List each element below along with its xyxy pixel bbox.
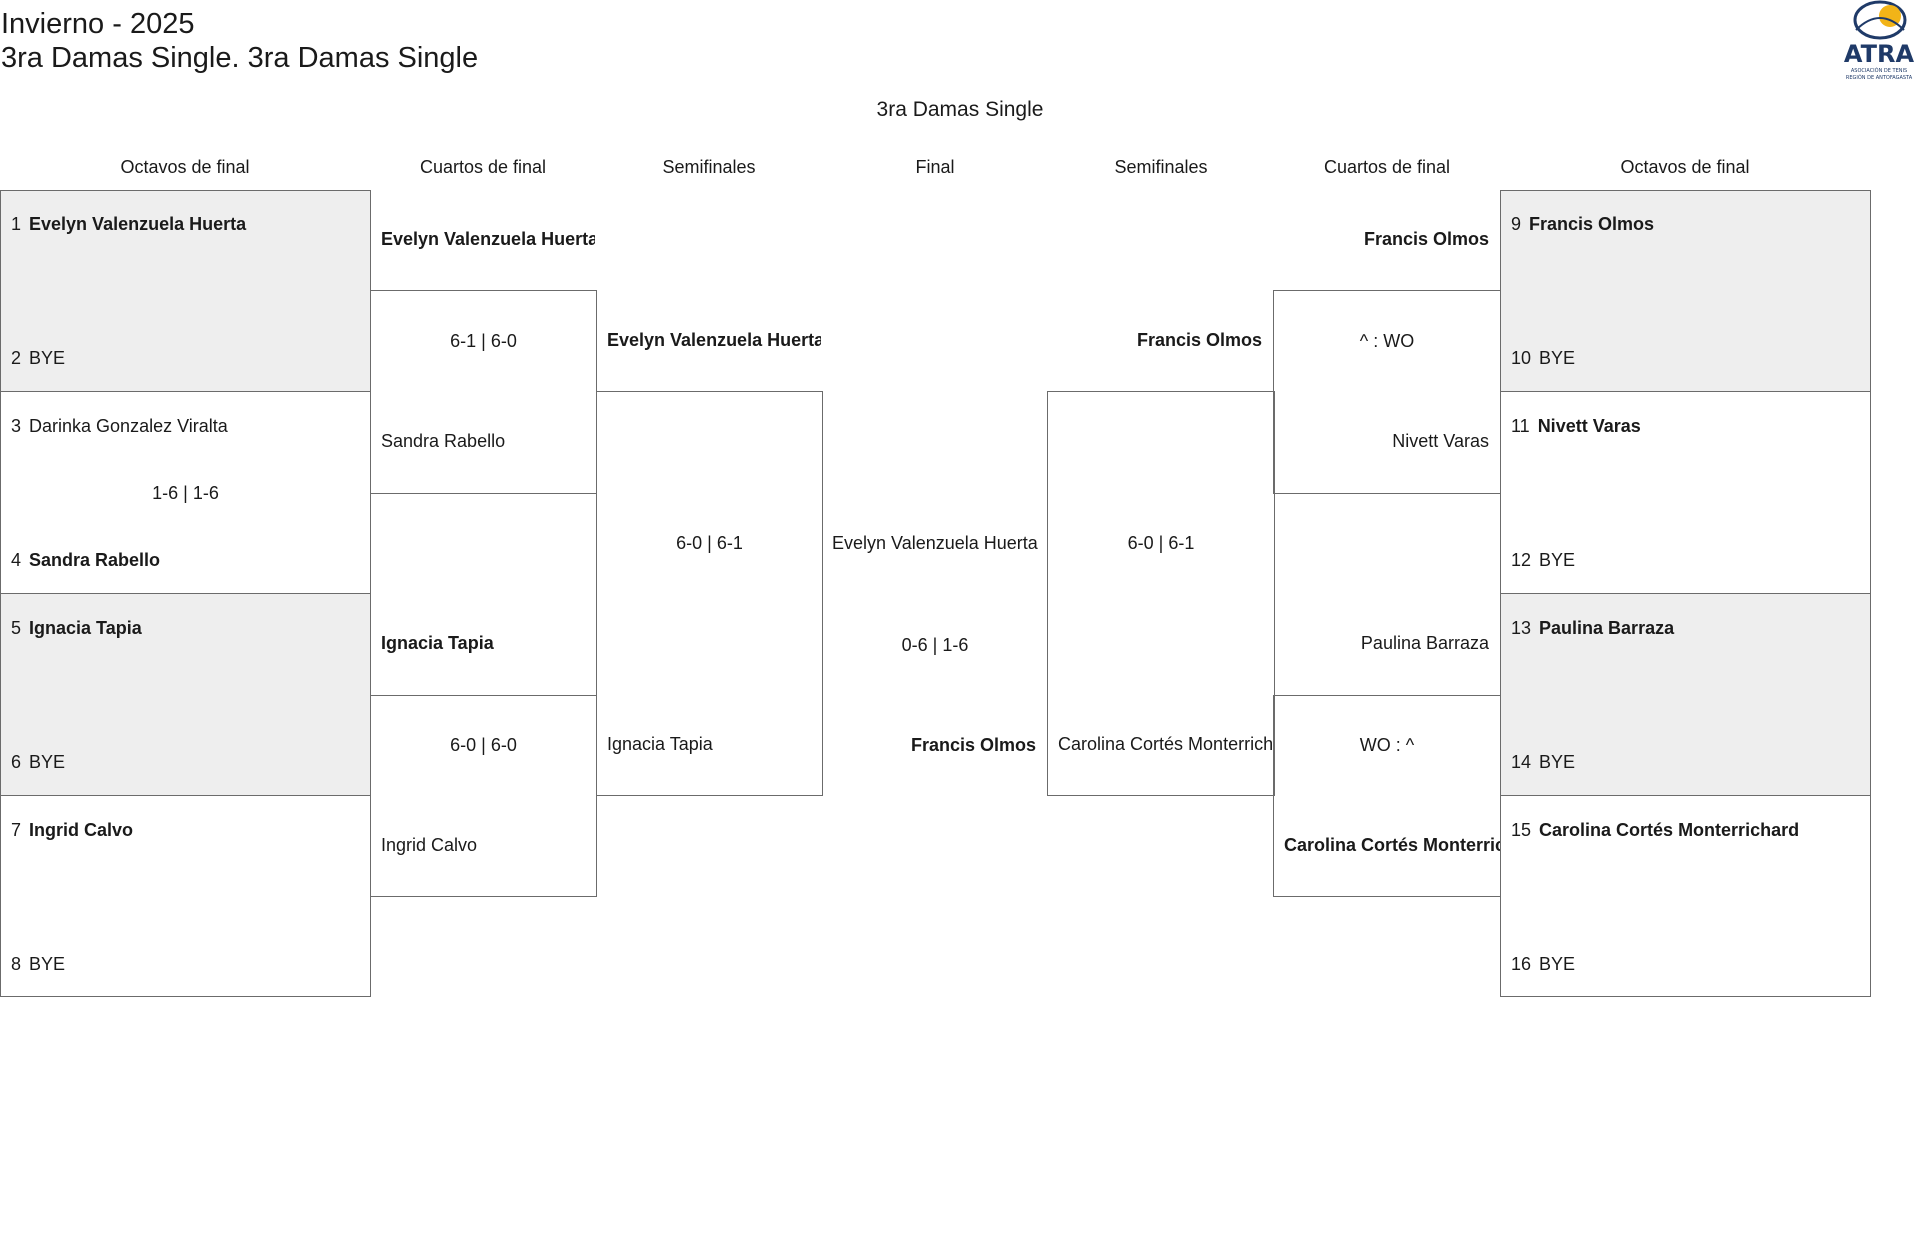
seed-number: 16: [1511, 954, 1532, 974]
round-header-right-qf: Cuartos de final: [1323, 157, 1451, 177]
match-score: 6-0 | 6-0: [450, 735, 517, 755]
player-name: BYE: [29, 752, 66, 772]
match-box: [1273, 290, 1501, 494]
match-score: ^ : WO: [1359, 331, 1415, 351]
player-name: Carolina Cortés Monterrichard: [1284, 835, 1500, 855]
match-box: [1273, 695, 1501, 897]
match-box: [1047, 391, 1275, 796]
match-box: [0, 190, 371, 392]
seed-number: 9: [1511, 214, 1522, 234]
player-name: Paulina Barraza: [1360, 633, 1489, 653]
player-name: Ignacia Tapia: [607, 734, 713, 754]
match-score: WO : ^: [1359, 735, 1415, 755]
logo-subtext-2: REGIÓN DE ANTOFAGASTA: [1846, 74, 1913, 81]
player-slot: 3 Darinka Gonzalez Viralta: [11, 414, 228, 438]
match-box: [1500, 190, 1871, 392]
player-slot: 13 Paulina Barraza: [1511, 616, 1674, 640]
seed-number: 15: [1511, 820, 1532, 840]
round-header-left-qf: Cuartos de final: [419, 157, 547, 177]
player-name: Ignacia Tapia: [29, 618, 142, 638]
match-box: [1500, 795, 1871, 997]
player-name: Sandra Rabello: [381, 431, 506, 451]
seed-number: 4: [11, 550, 22, 570]
match-score: 6-0 | 6-1: [1127, 533, 1195, 553]
round-header-right-r16: Octavos de final: [1620, 157, 1750, 177]
match-score: 1-6 | 1-6: [152, 483, 219, 503]
player-slot: 16 BYE: [1511, 952, 1575, 976]
round-header-left-sf: Semifinales: [662, 157, 756, 177]
round-header-left-r16: Octavos de final: [120, 157, 250, 177]
match-score: 6-0 | 6-1: [676, 533, 743, 553]
player-name: Sandra Rabello: [29, 550, 161, 570]
match-box: [596, 391, 823, 796]
seed-number: 5: [11, 618, 22, 638]
seed-number: 1: [11, 214, 22, 234]
player-name: Nivett Varas: [1392, 431, 1489, 451]
player-name: Francis Olmos: [1136, 330, 1262, 350]
player-name: Ingrid Calvo: [381, 835, 478, 855]
seed-number: 3: [11, 416, 22, 436]
player-name: Evelyn Valenzuela Huerta: [381, 229, 595, 249]
seed-number: 12: [1511, 550, 1532, 570]
player-name: Paulina Barraza: [1539, 618, 1675, 638]
player-name: Carolina Cortés Monterrichard: [1539, 820, 1800, 840]
season-title: Invierno - 2025: [1, 8, 195, 40]
player-name: BYE: [1539, 550, 1576, 570]
player-name: Ingrid Calvo: [29, 820, 134, 840]
player-slot: 10 BYE: [1511, 346, 1575, 370]
player-slot: 4 Sandra Rabello: [11, 548, 160, 572]
player-slot: 1 Evelyn Valenzuela Huerta: [11, 212, 246, 236]
seed-number: 13: [1511, 618, 1532, 638]
player-slot: 14 BYE: [1511, 750, 1575, 774]
player-name: Francis Olmos: [1363, 229, 1489, 249]
seed-number: 14: [1511, 752, 1532, 772]
player-name: Carolina Cortés Monterrichard: [1058, 734, 1274, 754]
player-slot: 7 Ingrid Calvo: [11, 818, 133, 842]
match-box: [370, 695, 597, 897]
seed-number: 11: [1511, 416, 1530, 436]
seed-number: 8: [11, 954, 22, 974]
match-box: [370, 290, 597, 494]
match-box: [1500, 593, 1871, 796]
player-name: Nivett Varas: [1537, 416, 1641, 436]
final-score: 0-6 | 1-6: [901, 635, 969, 655]
player-slot: 2 BYE: [11, 346, 65, 370]
player-slot: 8 BYE: [11, 952, 65, 976]
atra-logo: ATRA ASOCIACIÓN DE TENIS REGIÓN DE ANTOF…: [1840, 0, 1918, 86]
player-slot: 5 Ignacia Tapia: [11, 616, 142, 640]
player-name: Darinka Gonzalez Viralta: [29, 416, 228, 436]
round-header-right-sf: Semifinales: [1114, 157, 1208, 177]
player-name: BYE: [29, 348, 66, 368]
player-name: BYE: [1539, 954, 1576, 974]
player-slot: 6 BYE: [11, 750, 65, 774]
match-score: 6-1 | 6-0: [450, 331, 517, 351]
round-header-final: Final: [915, 157, 955, 177]
player-name: BYE: [1539, 752, 1576, 772]
player-name: Ignacia Tapia: [381, 633, 494, 653]
player-name: BYE: [29, 954, 66, 974]
logo-text: ATRA: [1844, 40, 1915, 68]
seed-number: 10: [1511, 348, 1532, 368]
seed-number: 6: [11, 752, 22, 772]
player-name: Francis Olmos: [1529, 214, 1655, 234]
player-slot: 9 Francis Olmos: [1511, 212, 1654, 236]
seed-number: 7: [11, 820, 22, 840]
player-slot: 11 Nivett Varas: [1511, 414, 1641, 438]
player-name: Evelyn Valenzuela Huerta: [607, 330, 821, 350]
player-slot: 15 Carolina Cortés Monterrichard: [1511, 818, 1799, 842]
player-name: Francis Olmos: [910, 735, 1036, 755]
player-slot: 12 BYE: [1511, 548, 1575, 572]
player-name: Evelyn Valenzuela Huerta: [29, 214, 247, 234]
logo-subtext-1: ASOCIACIÓN DE TENIS: [1851, 67, 1907, 74]
player-name: Evelyn Valenzuela Huerta: [832, 533, 1038, 553]
category-title: 3ra Damas Single. 3ra Damas Single: [1, 42, 479, 74]
seed-number: 2: [11, 348, 22, 368]
player-name: BYE: [1539, 348, 1576, 368]
bracket-title: 3ra Damas Single: [876, 98, 1044, 121]
